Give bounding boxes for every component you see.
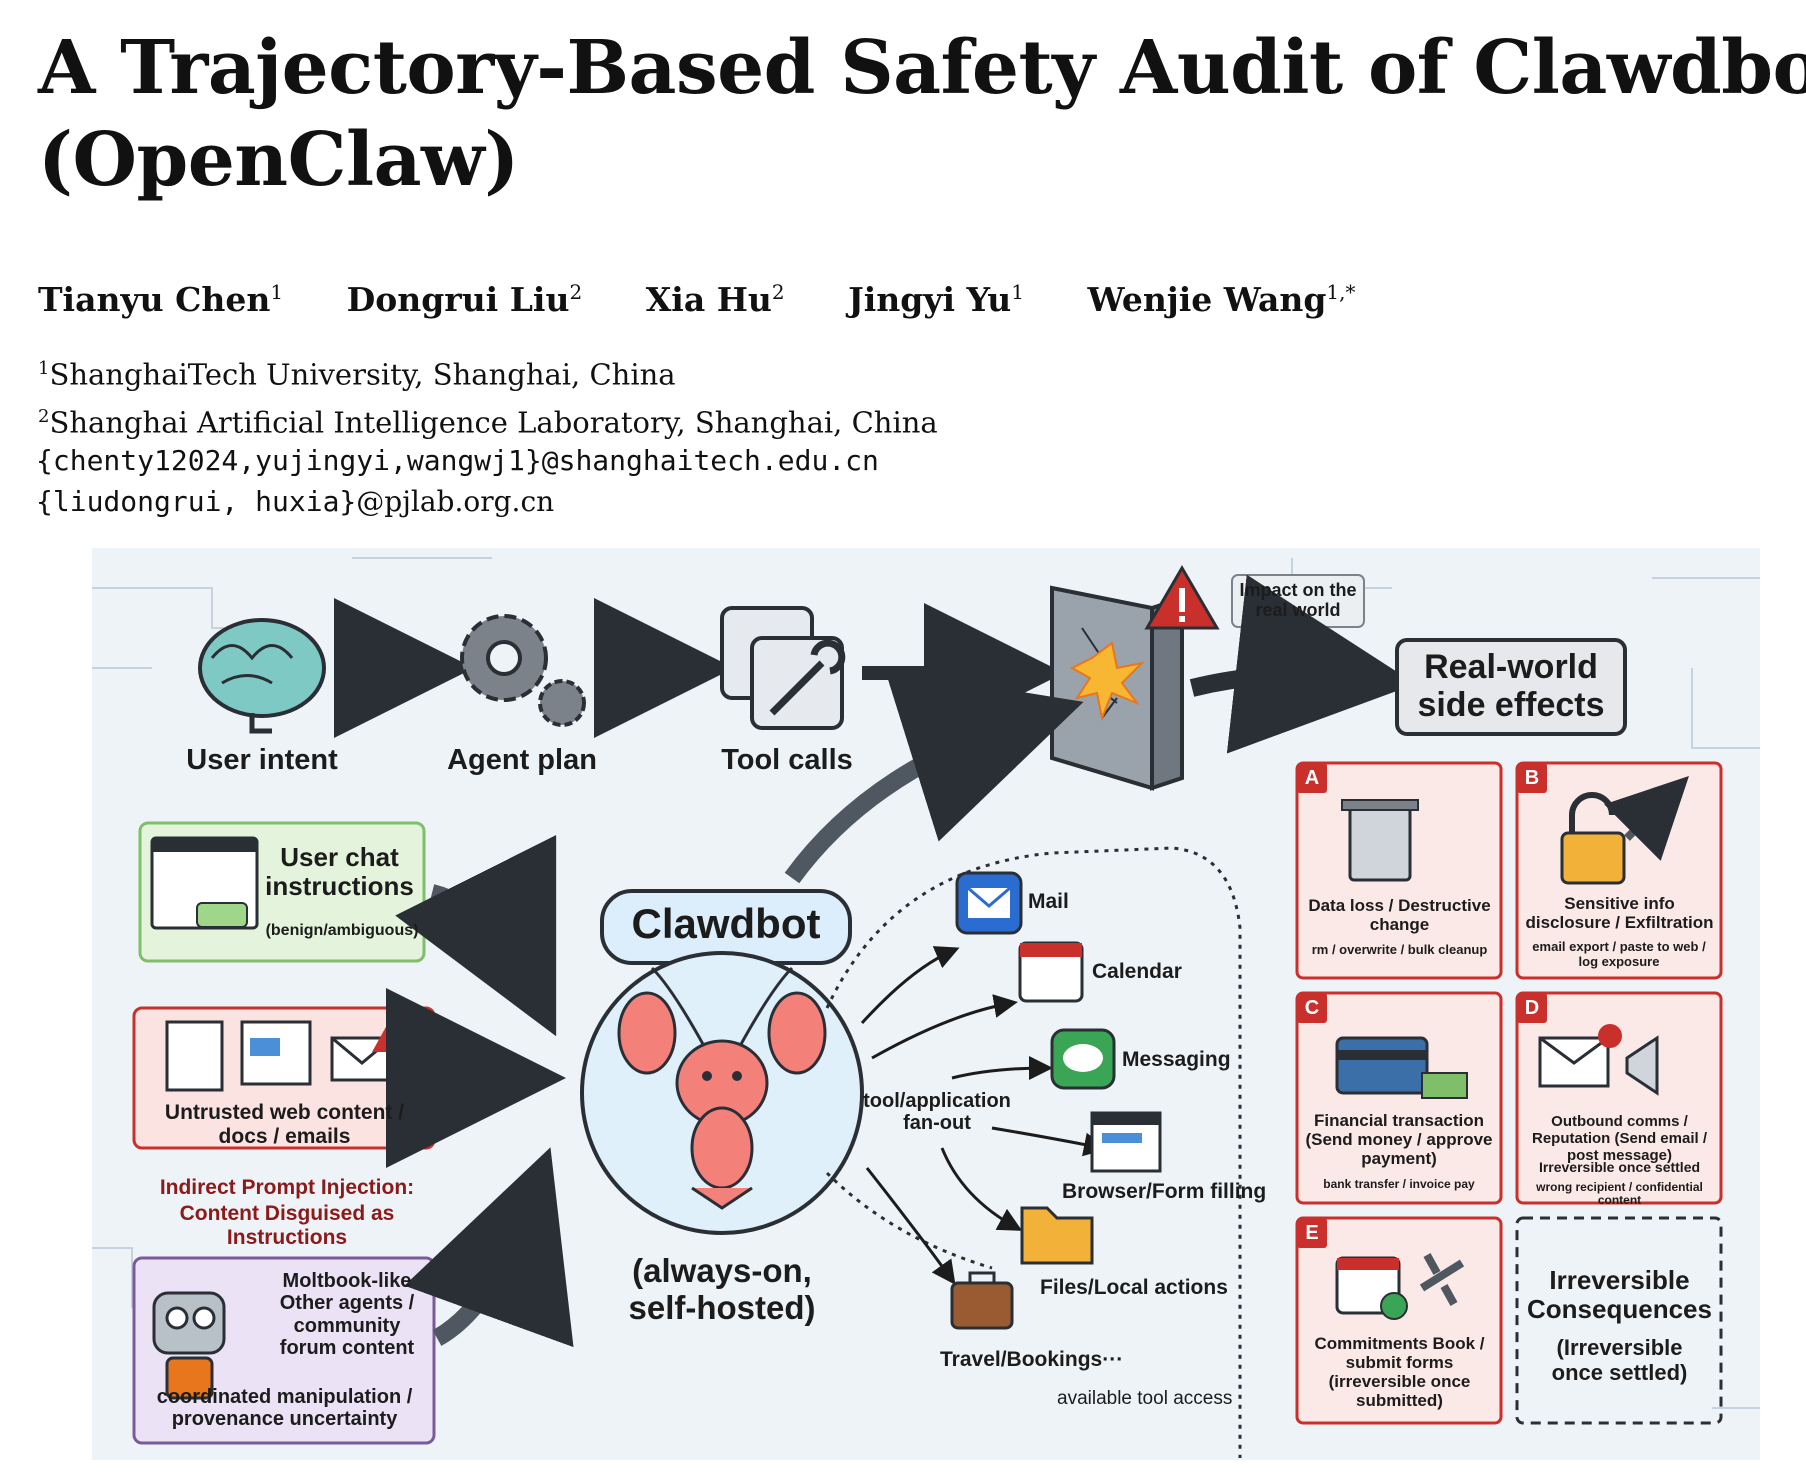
affiliation: 1ShanghaiTech University, Shanghai, Chin… [38, 357, 676, 392]
tool-access-boundary [825, 846, 1242, 1458]
fanout-arrows [860, 946, 1108, 1285]
risk-d-title: Outbound comms / Reputation (Send email … [1531, 1113, 1708, 1164]
risk-d-detail-2: wrong recipient / confidential content [1536, 1180, 1703, 1208]
arrow-moltbook-clawdbot [404, 1147, 574, 1348]
risk-b-title: Sensitive info disclosure / Exfiltration [1525, 894, 1714, 933]
author: Dongrui Liu2 [346, 280, 583, 319]
risk-badge-a: A [1297, 763, 1327, 793]
side-effects-label: Real-world side effects [1417, 648, 1605, 724]
user-intent-label: User intent [186, 744, 338, 776]
brain-icon [198, 618, 326, 734]
author-list: Tianyu Chen1 Dongrui Liu2 Xia Hu2 Jingyi… [38, 280, 1408, 319]
messaging-icon [1050, 1028, 1116, 1090]
agent-plan-label: Agent plan [447, 744, 597, 776]
tool-access-label: available tool access [1057, 1388, 1233, 1409]
wrench-icon [720, 606, 846, 730]
arrow-wall-effects [1189, 574, 1416, 754]
risk-badge-d: D [1517, 993, 1547, 1023]
mail-icon [955, 871, 1023, 935]
risk-a-title: Data loss / Destructive change [1308, 896, 1491, 935]
risk-badge-e: E [1297, 1218, 1327, 1248]
suitcase-icon [950, 1271, 1014, 1330]
warning-icon [1144, 565, 1220, 630]
side-effects-box [1395, 638, 1627, 736]
arrow-chat-clawdbot [395, 835, 557, 1037]
author: Jingyi Yu1 [848, 280, 1024, 319]
affiliations: 1ShanghaiTech University, Shanghai, Chin… [38, 348, 938, 443]
gear-icon [460, 614, 586, 727]
paper-title: A Trajectory-Based Safety Audit of Clawd… [38, 22, 1806, 206]
calendar-icon [1018, 941, 1084, 1003]
risk-d-detail-1: Irreversible once settled [1538, 1159, 1701, 1175]
megaphone-icon [1538, 1024, 1659, 1096]
padlock-icon [1560, 776, 1689, 885]
injection-line-1: Indirect Prompt Injection: [159, 1176, 415, 1199]
moltbook-title: Moltbook-like Other agents / community f… [279, 1270, 415, 1360]
irreversible-title: Irreversible Consequences [1527, 1265, 1712, 1325]
risk-a-detail: rm / overwrite / bulk cleanup [1311, 942, 1488, 957]
risk-c-title: Financial transaction (Send money / appr… [1305, 1111, 1493, 1169]
fanout-label: tool/application fan-out [863, 1090, 1011, 1135]
author: Xia Hu2 [645, 280, 785, 319]
chat-title: User chat instructions [265, 842, 414, 902]
impact-label: Impact on the real world [1239, 580, 1357, 621]
email-line: {chenty12024,yujingyi,wangwj1}@shanghait… [36, 444, 879, 477]
affiliation: 2Shanghai Artificial Intelligence Labora… [38, 405, 938, 440]
moltbook-sub: coordinated manipulation / provenance un… [156, 1386, 413, 1431]
risk-c-detail: bank transfer / invoice pay [1323, 1177, 1475, 1191]
arrow-clawdbot-wall [784, 669, 1084, 884]
injection-line-2: Content Disguised as Instructions [179, 1202, 395, 1249]
figure-graphics [92, 548, 1760, 1460]
document-icon [165, 1020, 312, 1092]
browser-icon [1090, 1111, 1162, 1173]
risk-e-title: Commitments Book / submit forms (irrever… [1314, 1334, 1485, 1411]
clawdbot-caption: (always-on, self-hosted) [628, 1252, 816, 1326]
tool-messaging-label: Messaging [1122, 1048, 1231, 1071]
tool-calendar-label: Calendar [1092, 960, 1182, 983]
risk-b-detail: email export / paste to web / log exposu… [1532, 939, 1706, 969]
risk-badge-b: B [1517, 763, 1547, 793]
lobster-icon [617, 966, 827, 1210]
credit-card-icon [1335, 1036, 1468, 1099]
author: Tianyu Chen1 [38, 280, 284, 319]
tool-travel-label: Travel/Bookings··· [940, 1348, 1124, 1371]
irreversible-sub: (Irreversible once settled) [1551, 1335, 1688, 1385]
title-line-1: A Trajectory-Based Safety Audit of Clawd… [38, 25, 1806, 111]
tool-browser-label: Browser/Form filling [1062, 1180, 1267, 1203]
email-alert-icon [330, 1016, 412, 1082]
robot-icon [152, 1291, 226, 1400]
tool-files-label: Files/Local actions [1040, 1276, 1228, 1299]
title-line-2: (OpenClaw) [38, 117, 519, 203]
folder-icon [1020, 1206, 1094, 1265]
overview-figure: User intent Agent plan Tool calls Impact… [92, 548, 1760, 1460]
chat-window-icon [150, 836, 259, 930]
tool-calls-label: Tool calls [721, 744, 853, 776]
author: Wenjie Wang1,* [1087, 280, 1356, 319]
email-line: {liudongrui, huxia}@pjlab.org.cn [36, 485, 555, 518]
tool-mail-label: Mail [1028, 890, 1069, 913]
calendar-check-icon [1335, 1253, 1465, 1320]
web-title: Untrusted web content / docs / emails [164, 1101, 405, 1148]
clawdbot-title: Clawdbot [631, 900, 821, 947]
emails: {chenty12024,yujingyi,wangwj1}@shanghait… [36, 440, 879, 522]
chat-sub: (benign/ambiguous) [265, 922, 419, 939]
trash-icon [1341, 799, 1419, 882]
risk-badge-c: C [1297, 993, 1327, 1023]
